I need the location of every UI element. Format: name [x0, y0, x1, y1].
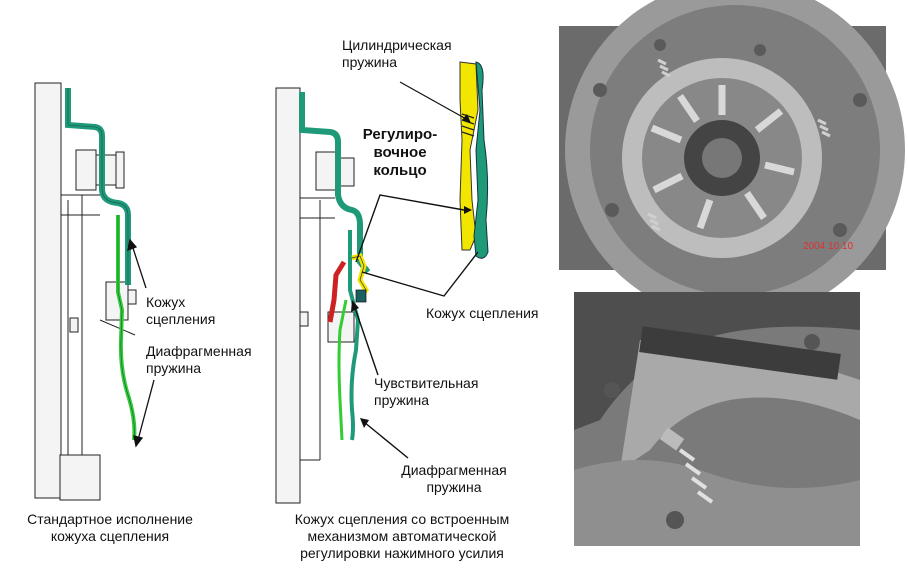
label-diaphragm-right-line1: Диафрагменная [401, 462, 507, 478]
label-diaphragm-left-line1: Диафрагменная [146, 343, 252, 359]
label-clutch-cover-left: Кожух сцепления [146, 294, 215, 328]
label-adjusting-ring-line2: вочное [373, 144, 427, 161]
caption-integrated-line2: механизмом автоматической [307, 528, 497, 544]
label-clutch-cover-left-line1: Кожух [146, 294, 186, 310]
label-cylindrical-spring: Цилиндрическая пружина [342, 37, 452, 71]
photo-clutch-top [559, 0, 905, 320]
label-diaphragm-left: Диафрагменная пружина [146, 343, 252, 377]
leader-lines-left [127, 238, 155, 448]
label-clutch-cover-right: Кожух сцепления [426, 305, 539, 321]
photo-timestamp: 2004 10 10 [803, 241, 854, 252]
label-clutch-cover-left-line2: сцепления [146, 311, 216, 327]
caption-integrated-line3: регулировки нажимного усилия [300, 545, 504, 561]
inset-leader-cylindrical [399, 81, 469, 121]
label-diaphragm-left-line2: пружина [146, 360, 202, 376]
caption-standard-line2: кожуха сцепления [50, 528, 170, 544]
label-adjusting-ring-line1: Регулиро- [362, 126, 438, 143]
leader-lines-middle [354, 194, 479, 459]
diaphragm-middle [348, 230, 361, 441]
label-diaphragm-right-line2: пружина [426, 479, 482, 495]
adjuster-small-part [355, 289, 367, 303]
adjuster-cover-drawing [275, 87, 355, 504]
diaphragm-middle-green2 [337, 299, 348, 441]
label-cylindrical-spring-line1: Цилиндрическая [342, 37, 452, 53]
caption-standard: Стандартное исполнение кожуха сцепления [5, 511, 215, 545]
label-adjusting-ring-line3: кольцо [373, 162, 427, 179]
caption-integrated-line1: Кожух сцепления со встроенным [294, 511, 510, 527]
cover-middle-green [299, 92, 371, 274]
label-diaphragm-right: Диафрагменная пружина [390, 462, 518, 496]
caption-integrated: Кожух сцепления со встроенным механизмом… [268, 511, 536, 562]
inset-green-body [473, 61, 489, 259]
cover-left-green-outline [67, 88, 129, 285]
diaphragm-left-edge [117, 215, 135, 441]
standard-cover-drawing [34, 82, 137, 501]
inset-arrow-cylindrical [462, 114, 471, 123]
label-sensitive-spring-line2: пружина [374, 392, 430, 408]
photo-spring-closeup [574, 292, 860, 546]
label-sensitive-spring-line1: Чувствительная [374, 375, 479, 391]
label-adjusting-ring: Регулиро- вочное кольцо [355, 126, 445, 180]
leader-arrows-middle [351, 206, 472, 428]
label-sensitive-spring: Чувствительная пружина [374, 375, 478, 409]
label-cylindrical-spring-line2: пружина [342, 54, 398, 70]
caption-standard-line1: Стандартное исполнение [27, 511, 193, 527]
sensor-spring-red [327, 260, 347, 323]
inset-yellow-body [459, 61, 479, 251]
